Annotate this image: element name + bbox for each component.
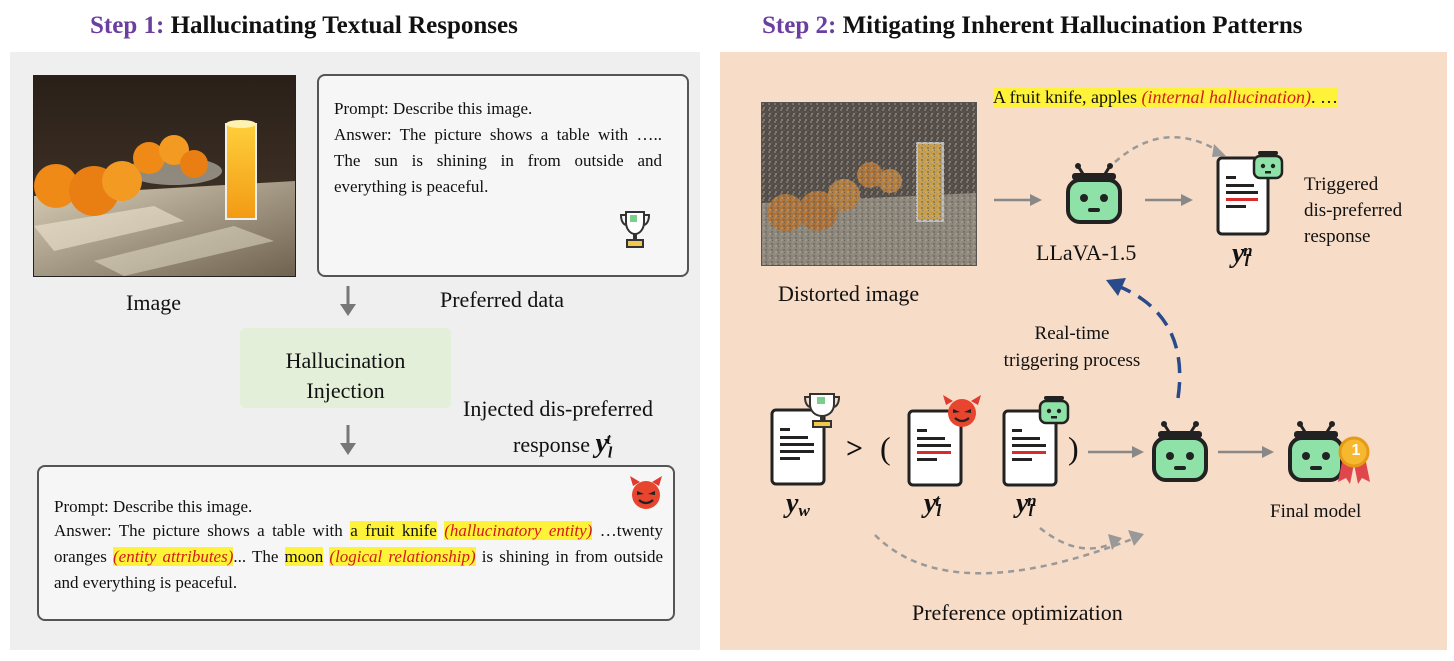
- step1-title-text: Hallucinating Textual Responses: [164, 12, 518, 39]
- injected-label-line-1: Injected dis-preferred: [463, 396, 653, 421]
- step2-title: Step 2: Mitigating Inherent Hallucinatio…: [762, 12, 1303, 40]
- y-symbol: y: [786, 488, 799, 519]
- y-symbol: y: [1016, 488, 1029, 519]
- injected-answer: Answer: The picture shows a table with a…: [54, 518, 663, 596]
- step1-number: Step 1:: [90, 12, 165, 39]
- injection-line-1: Hallucination: [285, 348, 406, 373]
- devil-icon: [943, 395, 981, 427]
- arrow-icon: [1145, 194, 1193, 206]
- trophy-icon: [619, 211, 651, 248]
- top-text-2: . …: [1310, 87, 1338, 107]
- triggered-line-1: Triggered: [1304, 174, 1379, 195]
- preferred-answer: Answer: The picture shows a table with ……: [334, 125, 662, 196]
- yw-symbol: yw: [786, 488, 810, 521]
- y-superscript: n: [1243, 240, 1253, 260]
- realtime-line-1: Real-time: [1034, 323, 1110, 344]
- document-icon: [1216, 151, 1284, 236]
- top-text-1: A fruit knife, apples: [993, 87, 1142, 107]
- arrow-icon: [1114, 135, 1226, 163]
- hallucinated-entity: a fruit knife: [350, 521, 437, 540]
- tag-hallucinatory-entity: (hallucinatory entity): [444, 521, 593, 540]
- arrow-icon: [994, 194, 1042, 206]
- y-symbol: y: [924, 488, 937, 519]
- greater-than: >: [846, 432, 864, 465]
- trophy-icon: [803, 393, 841, 428]
- y-superscript: t: [606, 430, 611, 448]
- y-symbol: y: [1232, 238, 1245, 269]
- y-subscript: l: [936, 501, 942, 521]
- y-subscript: l: [607, 444, 613, 462]
- y-symbol: y: [595, 428, 608, 459]
- internal-hallucination-text: A fruit knife, apples (internal hallucin…: [993, 84, 1338, 110]
- distorted-photo: [761, 102, 977, 266]
- preference-optimization-label: Preference optimization: [912, 600, 1123, 625]
- preferred-prompt: Prompt: Describe this image.: [334, 96, 662, 122]
- yl-n-symbol-bottom: yln: [1016, 488, 1037, 521]
- answer-part-4: is shining in from outside and everythin…: [54, 547, 664, 592]
- realtime-label: Real-time triggering process: [982, 320, 1162, 374]
- y-superscript: n: [1027, 490, 1037, 510]
- preferred-prompt-text: Describe this image.: [388, 99, 533, 118]
- injected-response-box: [37, 465, 675, 621]
- preferred-prompt-key: Prompt:: [334, 99, 389, 118]
- triggered-label: Triggered dis-preferred response: [1304, 172, 1402, 250]
- arrow-icon: [1088, 446, 1144, 458]
- devil-icon: [630, 476, 662, 509]
- oranges-photo: [33, 75, 296, 277]
- step1-title: Step 1: Hallucinating Textual Responses: [90, 12, 518, 40]
- y-subscript: l: [1244, 251, 1250, 271]
- internal-hallucination-line: A fruit knife, apples (internal hallucin…: [993, 87, 1338, 107]
- document-icon: [907, 395, 981, 487]
- answer-part-1: The picture shows a table with: [111, 521, 351, 540]
- arrow-icon: [1218, 446, 1274, 458]
- step2-title-text: Mitigating Inherent Hallucination Patter…: [836, 12, 1303, 39]
- arrow-icon: [1106, 278, 1182, 399]
- hallucination-injection-box: Hallucination Injection: [240, 328, 451, 408]
- document-icon: [1002, 396, 1070, 487]
- image-label: Image: [126, 290, 181, 315]
- arrow-icon: [874, 527, 1144, 575]
- answer-part-3: ... The: [233, 547, 285, 566]
- tag-logical-relationship: (logical relationship): [329, 547, 476, 566]
- answer-part-2: …twenty oranges: [54, 521, 664, 566]
- y-superscript: t: [935, 490, 940, 510]
- injected-response-text: response: [513, 432, 590, 457]
- robot-icon: [1252, 151, 1284, 180]
- preferred-data-label: Preferred data: [440, 287, 564, 312]
- document-icon: [770, 393, 841, 486]
- tag-entity-attributes: (entity attributes): [113, 547, 234, 566]
- y-subscript: w: [798, 501, 810, 521]
- triggered-line-2: dis-preferred: [1304, 200, 1403, 221]
- injected-prompt: Prompt: Describe this image.: [54, 497, 253, 516]
- answer-key: Answer:: [54, 521, 112, 540]
- open-paren: (: [880, 430, 891, 466]
- hallucinated-moon: moon: [284, 547, 324, 566]
- llava-label: LLaVA-1.5: [1036, 240, 1137, 265]
- yl-t-symbol: ylt: [924, 488, 942, 521]
- yl-n-symbol: yln: [1232, 238, 1253, 271]
- realtime-line-2: triggering process: [1003, 350, 1141, 371]
- y-subscript: l: [1028, 501, 1034, 521]
- robot-icon: [1038, 396, 1070, 425]
- arrow-icon: [340, 425, 356, 455]
- final-model-label: Final model: [1270, 501, 1362, 522]
- robot-icon: [1066, 163, 1122, 224]
- tag-internal-hallucination: (internal hallucination): [1141, 87, 1311, 107]
- distorted-image-label: Distorted image: [778, 281, 920, 306]
- medal-icon: [1338, 436, 1370, 484]
- triggered-line-3: response: [1304, 226, 1371, 247]
- arrow-icon: [340, 286, 356, 316]
- robot-icon: [1288, 421, 1370, 484]
- medal-number: 1: [1351, 442, 1361, 459]
- robot-icon: [1152, 421, 1208, 482]
- step2-number: Step 2:: [762, 12, 837, 39]
- close-paren: ): [1068, 430, 1079, 466]
- injected-label-line-2: response ylt: [513, 428, 613, 462]
- injection-line-2: Injection: [306, 378, 385, 403]
